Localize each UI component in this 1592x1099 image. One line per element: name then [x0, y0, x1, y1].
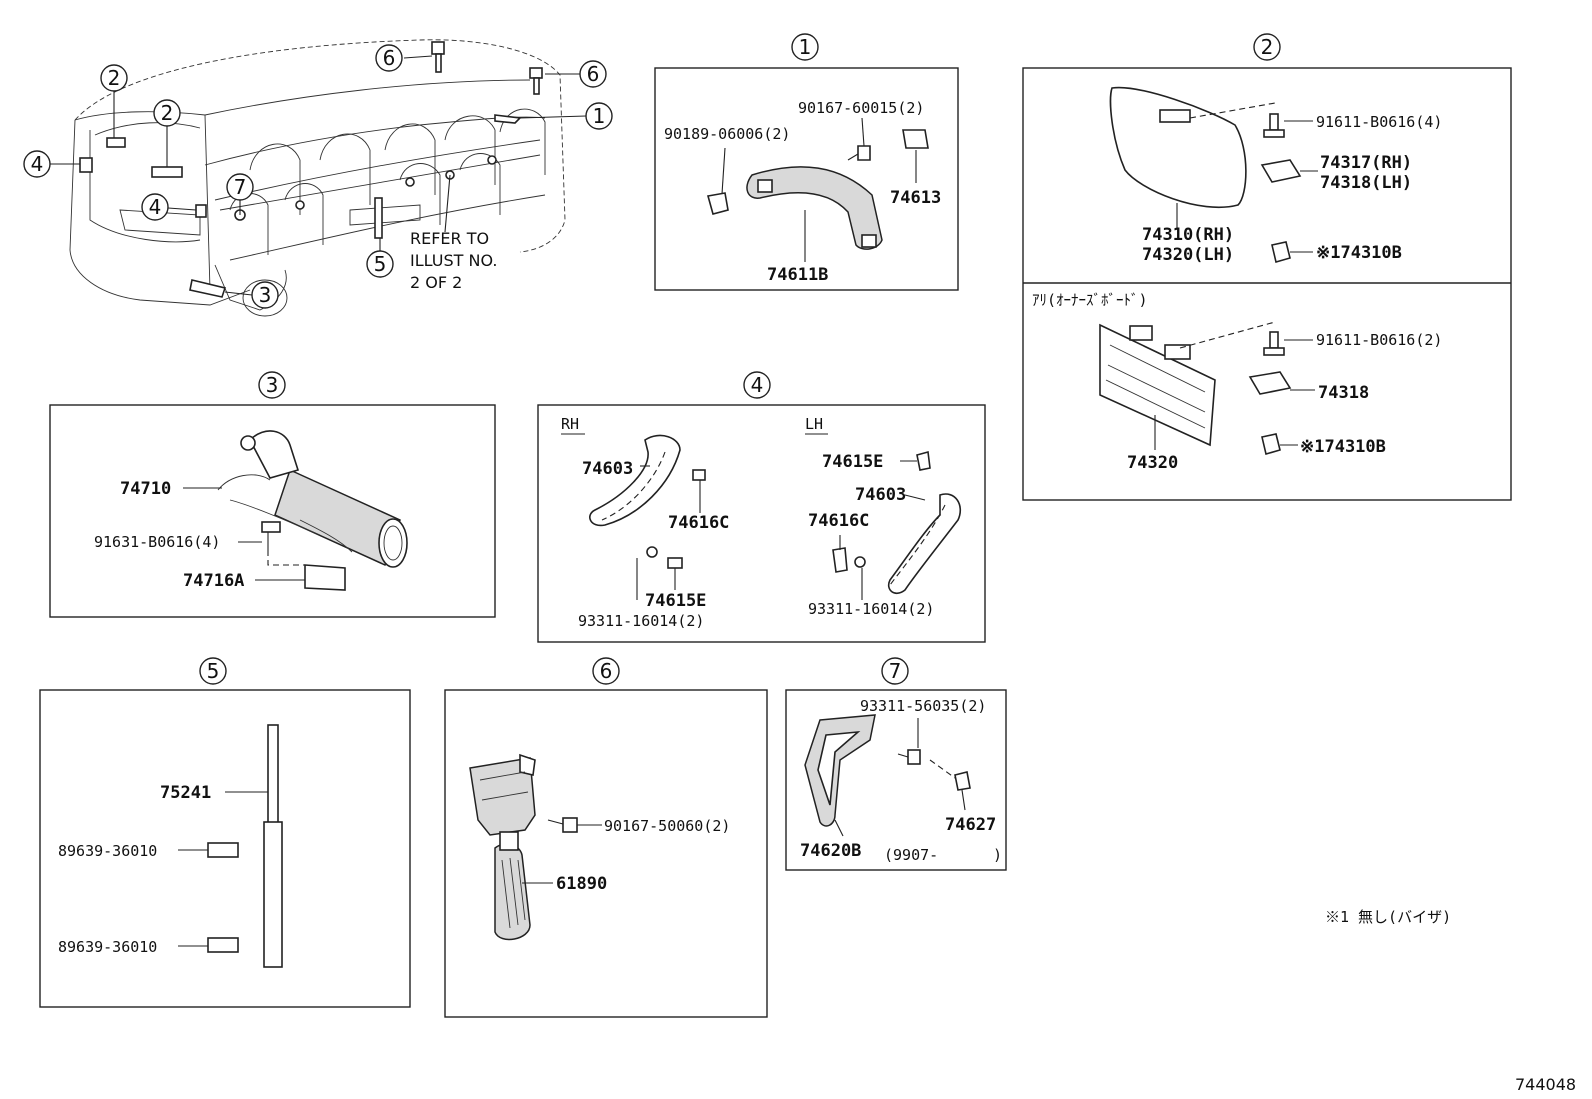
- part-93311-16014-lh: 93311-16014(2): [808, 600, 934, 618]
- panel-1-title: 1: [799, 35, 812, 59]
- panel-2-sub-title: ｱﾘ(ｵｰﾅｰｽﾞﾎﾞｰﾄﾞ): [1032, 291, 1148, 309]
- refer-text-3: 2 OF 2: [410, 273, 462, 292]
- part-91611-B0616-4: 91611-B0616(4): [1316, 113, 1442, 131]
- callout-1: 1: [593, 104, 606, 128]
- part-74310B-b: ※174310B: [1300, 437, 1386, 457]
- part-89639-36010-b: 89639-36010: [58, 938, 157, 956]
- callout-7: 7: [234, 175, 247, 199]
- part-74320-lh: 74320(LH): [1142, 245, 1234, 265]
- part-74627: 74627: [945, 815, 996, 835]
- part-74616C-rh: 74616C: [668, 513, 729, 533]
- panel-2-title: 2: [1261, 35, 1274, 59]
- part-74317: 74317(RH): [1320, 153, 1412, 173]
- panel-3-title: 3: [266, 373, 279, 397]
- panel-5: 5 75241 89639-36010 89639-36010: [39, 657, 411, 1008]
- figure-code: 744048: [1515, 1075, 1576, 1094]
- refer-text-1: REFER TO: [410, 229, 489, 248]
- overview-callouts: 2 2 4 4 7 3 5 6 6 1: [23, 44, 613, 309]
- panel-4: 4 RH LH 74603 74616C 74615E 93311-16014(…: [537, 371, 986, 643]
- part-74616C-lh: 74616C: [808, 511, 869, 531]
- part-93311-16014-rh: 93311-16014(2): [578, 612, 704, 630]
- part-90189-06006: 90189-06006(2): [664, 125, 790, 143]
- callout-2b: 2: [161, 101, 174, 125]
- part-74710: 74710: [120, 479, 171, 499]
- panel-5-title: 5: [207, 659, 220, 683]
- part-90167-50060: 90167-50060(2): [604, 817, 730, 835]
- part-74603-lh: 74603: [855, 485, 906, 505]
- panel-2: 2 91611-B0616(4) 74317(RH) 74318(LH) 743…: [1022, 33, 1512, 501]
- part-89639-36010-a: 89639-36010: [58, 842, 157, 860]
- refer-text-2: ILLUST NO.: [410, 251, 497, 270]
- part-93311-56035: 93311-56035(2): [860, 697, 986, 715]
- part-74320: 74320: [1127, 453, 1178, 473]
- panel-7: 7 93311-56035(2) 74627 74620B (9907- ): [785, 657, 1007, 871]
- part-61890: 61890: [556, 874, 607, 894]
- panel-1: 1 90167-60015(2) 90189-06006(2) 74613 74…: [654, 33, 959, 291]
- part-75241: 75241: [160, 783, 211, 803]
- part-74318-lh: 74318(LH): [1320, 173, 1412, 193]
- part-90167-60015: 90167-60015(2): [798, 99, 924, 117]
- part-74603-rh: 74603: [582, 459, 633, 479]
- part-74716A: 74716A: [183, 571, 244, 591]
- part-9907-range-end: ): [993, 846, 1002, 864]
- part-74615E-rh: 74615E: [645, 591, 706, 611]
- panel-6: 6 90167-50060(2) 61890: [444, 657, 768, 1018]
- part-74310B-a: ※174310B: [1316, 243, 1402, 263]
- panel-3: 3 74710 91631-B0616(4) 74716A: [49, 371, 496, 618]
- label-rh: RH: [561, 415, 579, 433]
- label-lh: LH: [805, 415, 823, 433]
- callout-6a: 6: [383, 46, 396, 70]
- callout-4b: 4: [149, 195, 162, 219]
- part-74611B: 74611B: [767, 265, 828, 285]
- panel-6-title: 6: [600, 659, 613, 683]
- callout-6b: 6: [587, 62, 600, 86]
- callout-3: 3: [259, 283, 272, 307]
- part-74318: 74318: [1318, 383, 1369, 403]
- footnote: ※1 無し(バイザ): [1325, 908, 1451, 926]
- part-74613: 74613: [890, 188, 941, 208]
- callout-2a: 2: [108, 66, 121, 90]
- vehicle-overview: [50, 39, 587, 317]
- panel-7-title: 7: [889, 659, 902, 683]
- part-74620B: 74620B: [800, 841, 861, 861]
- callout-5: 5: [374, 252, 387, 276]
- panel-4-title: 4: [751, 373, 764, 397]
- callout-4a: 4: [31, 152, 44, 176]
- part-9907-range-start: (9907-: [884, 846, 938, 864]
- part-91631-B0616: 91631-B0616(4): [94, 533, 220, 551]
- part-91611-B0616-2: 91611-B0616(2): [1316, 331, 1442, 349]
- part-74615E-lh: 74615E: [822, 452, 883, 472]
- part-74310: 74310(RH): [1142, 225, 1234, 245]
